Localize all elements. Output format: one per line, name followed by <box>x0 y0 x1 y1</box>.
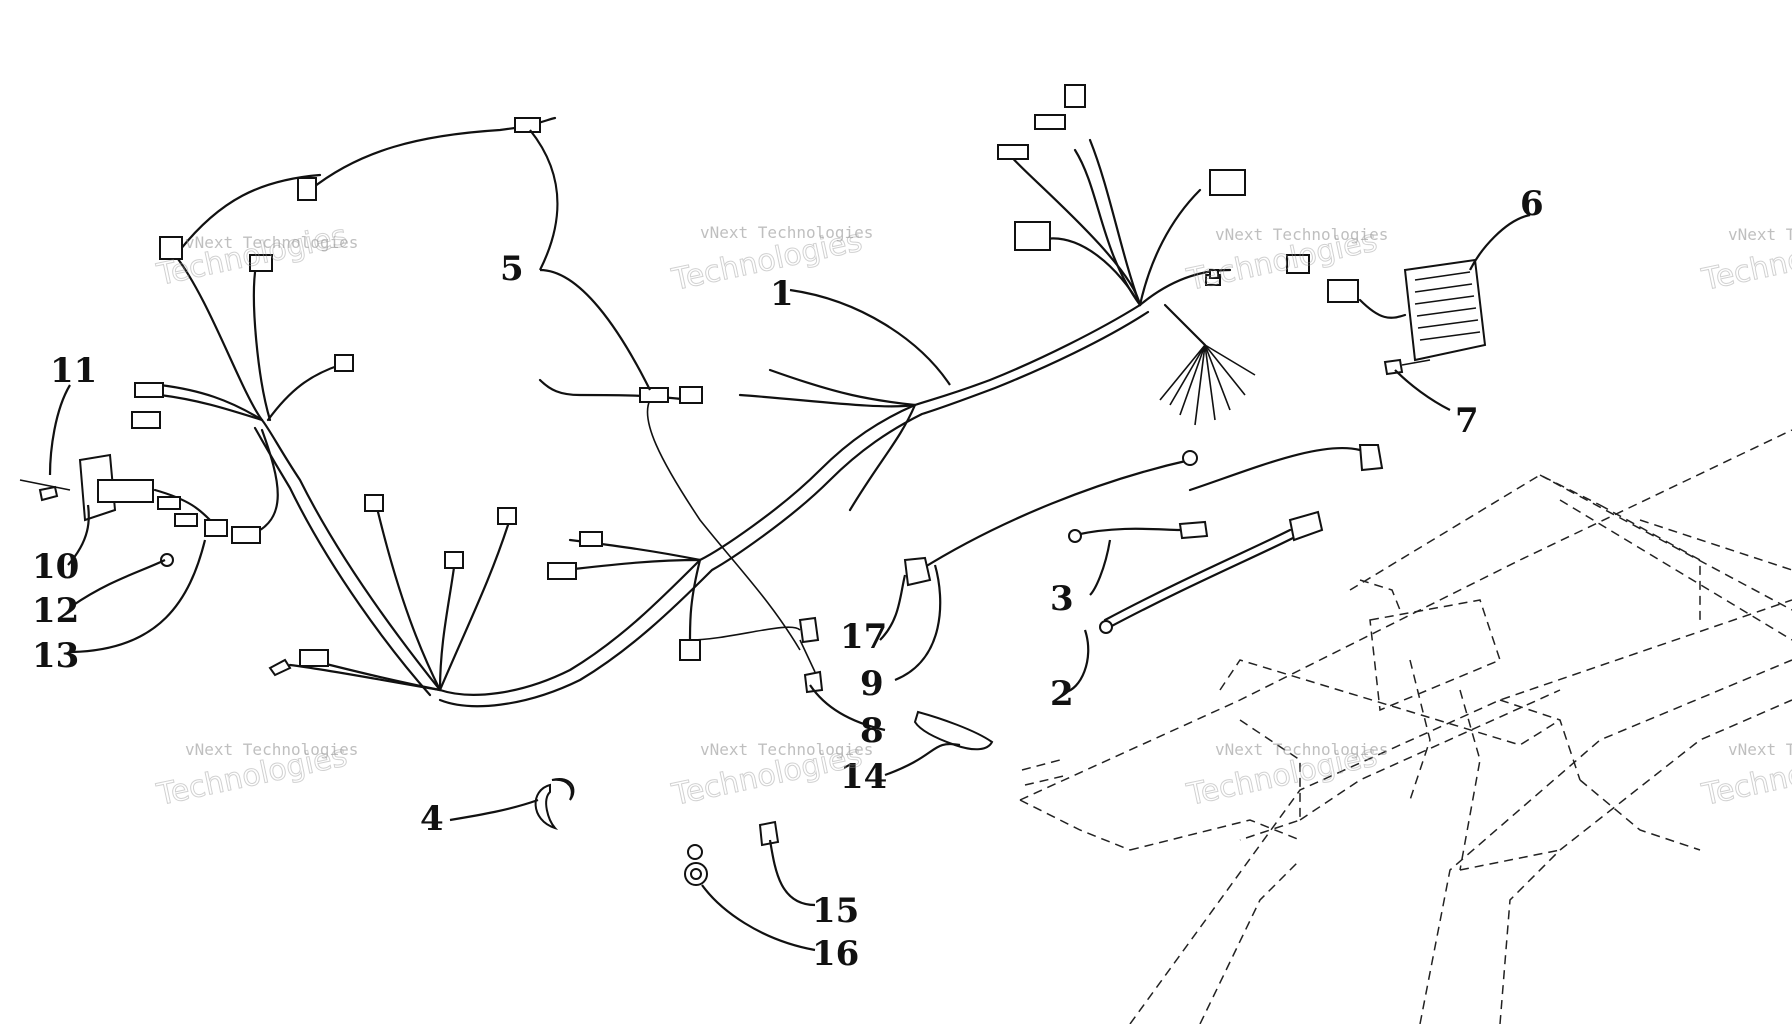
watermark-text: vNext Technologies <box>1215 225 1388 244</box>
callout-6: 6 <box>1520 184 1544 224</box>
main-wiring-harness <box>131 84 1359 708</box>
voltage-regulator <box>1358 258 1487 376</box>
callout-1: 1 <box>770 274 794 314</box>
callout-13: 13 <box>32 636 79 676</box>
callout-8: 8 <box>860 711 884 751</box>
callout-14: 14 <box>840 757 887 797</box>
callout-7: 7 <box>1455 401 1479 441</box>
callout-9: 9 <box>860 664 884 704</box>
watermark-text: vNext Technologies <box>185 740 358 759</box>
watermark-text: vNext Technologies <box>1215 740 1388 759</box>
callout-10: 10 <box>32 547 79 587</box>
watermark-text: Technologies <box>153 219 350 294</box>
callout-16: 16 <box>812 934 859 974</box>
watermark-text: vNext Technologies <box>700 740 873 759</box>
callout-3: 3 <box>1050 579 1074 619</box>
watermarks: vNext Technologies Technologies vNext Te… <box>153 218 1792 814</box>
callout-5: 5 <box>500 249 524 289</box>
callout-17: 17 <box>840 617 887 657</box>
callout-11: 11 <box>50 351 97 391</box>
callout-4: 4 <box>420 799 444 839</box>
loose-parts <box>534 444 1384 886</box>
watermark-text: vNext Technologies <box>1728 225 1792 244</box>
callout-numbers: 1 2 3 4 5 6 7 8 9 10 11 12 13 14 15 16 1… <box>32 184 1544 974</box>
callout-leaders <box>48 129 1531 952</box>
watermark-text: vNext Technologies <box>185 233 358 252</box>
callout-12: 12 <box>32 591 79 631</box>
ignition-switch-assembly <box>19 453 228 567</box>
watermark-text: vNext Technologies <box>700 223 873 242</box>
chassis-frame-outline <box>1019 429 1792 1024</box>
watermark-text: vNext Technologies <box>1728 740 1792 759</box>
callout-2: 2 <box>1050 674 1074 714</box>
callout-15: 15 <box>812 891 859 931</box>
